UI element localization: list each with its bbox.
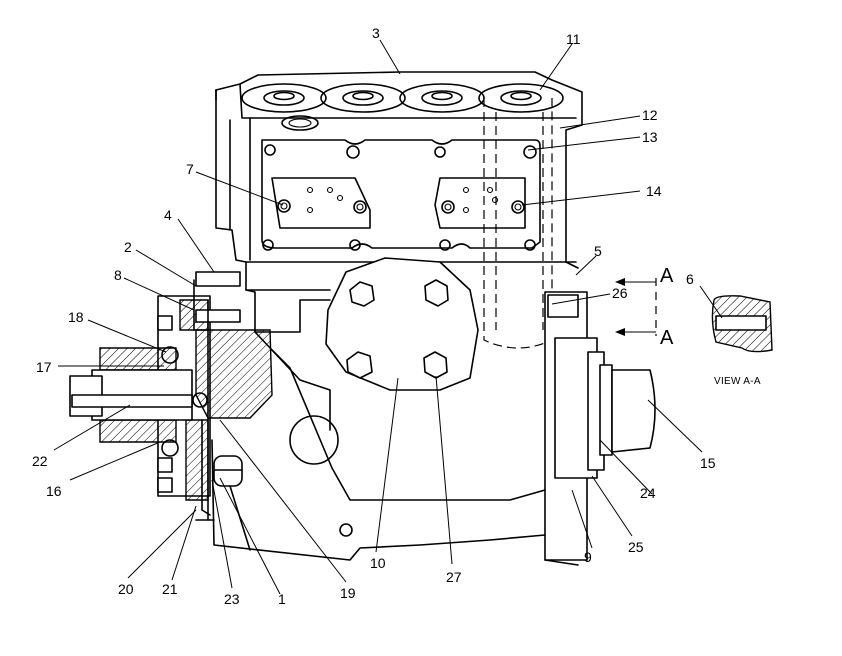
callout-10: 10 [370, 555, 386, 571]
lower-body [213, 349, 353, 551]
callout-19: 19 [340, 585, 356, 601]
callout-14: 14 [646, 183, 662, 199]
rear-cover-assembly [544, 291, 656, 566]
callout-4: 4 [164, 207, 172, 223]
callout-22: 22 [32, 453, 48, 469]
section-arrows [615, 278, 657, 336]
bolt [346, 279, 449, 379]
callout-8: 8 [114, 267, 122, 283]
callout-12: 12 [642, 107, 658, 123]
callout-18: 18 [68, 309, 84, 325]
mounting-plate [325, 257, 479, 391]
callout-9: 9 [584, 549, 592, 565]
hidden-cylinder [483, 98, 553, 349]
gasket-plate [261, 139, 541, 251]
callout-23: 23 [224, 591, 240, 607]
callout-16: 16 [46, 483, 62, 499]
callout-5: 5 [594, 243, 602, 259]
top-bores [241, 83, 564, 131]
callout-24: 24 [640, 485, 656, 501]
leader-lines [53, 39, 703, 595]
callout-15: 15 [700, 455, 716, 471]
callout-labels: 1 2 3 4 5 6 7 8 9 10 11 12 13 14 15 16 1… [32, 25, 761, 607]
callout-6: 6 [686, 271, 694, 287]
view-a-a-label: VIEW A-A [714, 376, 761, 387]
view-a-a-detail [699, 285, 773, 353]
callout-27: 27 [446, 569, 462, 585]
callout-17: 17 [36, 359, 52, 375]
callout-3: 3 [372, 25, 380, 41]
pump-housing [211, 71, 583, 561]
front-gear-assembly [69, 271, 273, 521]
section-arrow-label-bottom: A [660, 327, 674, 349]
callout-25: 25 [628, 539, 644, 555]
callout-2: 2 [124, 239, 132, 255]
callout-11: 11 [566, 31, 581, 47]
section-arrow-label-top: A [660, 265, 674, 287]
callout-7: 7 [186, 161, 194, 177]
callout-13: 13 [642, 129, 658, 145]
callout-20: 20 [118, 581, 134, 597]
callout-26: 26 [612, 285, 628, 301]
callout-21: 21 [162, 581, 178, 597]
callout-1: 1 [278, 591, 286, 607]
